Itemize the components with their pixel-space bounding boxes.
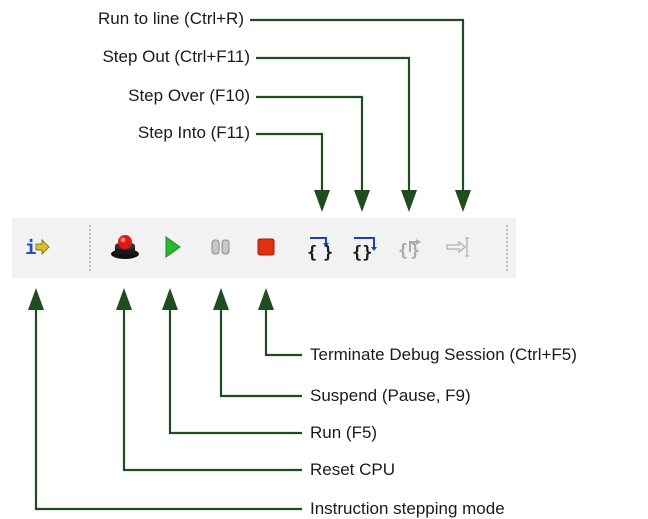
label-step-over: Step Over (F10): [128, 86, 250, 105]
connector-reset-cpu: [122, 305, 302, 472]
terminate-icon: [257, 238, 275, 256]
connector-step-into: [256, 132, 324, 195]
connector-run-to-line: [250, 18, 465, 195]
run-to-line-icon: [446, 237, 469, 257]
toolbar-grip-right[interactable]: [505, 224, 509, 272]
toolbar-grip-left[interactable]: [88, 224, 92, 272]
arrowhead-instruction-stepping: [28, 288, 44, 310]
label-reset-cpu: Reset CPU: [310, 460, 396, 479]
run-icon: [165, 236, 181, 258]
instruction-stepping-button[interactable]: i: [22, 232, 52, 262]
terminate-button[interactable]: [252, 232, 282, 262]
connector-run: [168, 305, 302, 435]
svg-text:{}: {}: [352, 243, 372, 262]
svg-text:{: {: [398, 241, 408, 261]
label-step-into: Step Into (F11): [137, 123, 250, 142]
label-terminate: Terminate Debug Session (Ctrl+F5): [310, 345, 577, 364]
arrowhead-suspend: [213, 288, 229, 310]
connector-suspend: [219, 305, 302, 398]
instruction-stepping-icon: i: [25, 237, 50, 259]
arrowhead-step-out: [401, 190, 417, 212]
svg-text:i: i: [25, 237, 36, 259]
label-instruction-stepping: Instruction stepping mode: [310, 499, 505, 518]
label-run-to-line: Run to line (Ctrl+R): [98, 9, 244, 28]
connector-step-out: [256, 56, 411, 195]
step-over-icon: {}: [352, 237, 377, 263]
step-into-icon: { }: [307, 237, 333, 263]
reset-cpu-button[interactable]: [108, 232, 142, 262]
arrowhead-reset-cpu: [116, 288, 132, 310]
connector-instruction-stepping: [34, 305, 302, 511]
arrowhead-terminate: [258, 288, 274, 310]
label-step-out: Step Out (Ctrl+F11): [102, 47, 250, 66]
arrowhead-run: [162, 288, 178, 310]
step-out-icon: { }: [398, 239, 421, 261]
step-out-button[interactable]: { }: [397, 232, 427, 262]
run-to-line-button[interactable]: [444, 232, 474, 262]
suspend-button[interactable]: [206, 232, 236, 262]
suspend-icon: [211, 239, 230, 255]
label-run: Run (F5): [310, 423, 378, 442]
label-suspend: Suspend (Pause, F9): [310, 386, 471, 405]
reset-cpu-icon: [111, 235, 139, 259]
step-over-button[interactable]: {}: [350, 232, 380, 263]
connector-step-over: [256, 95, 364, 195]
connector-terminate: [264, 305, 302, 357]
run-button[interactable]: [158, 232, 188, 262]
svg-text:{: {: [307, 243, 317, 262]
svg-text:}: }: [410, 241, 420, 261]
arrowhead-step-over: [354, 190, 370, 212]
step-into-button[interactable]: { }: [304, 232, 334, 263]
arrowhead-run-to-line: [455, 190, 471, 212]
arrowhead-step-into: [314, 190, 330, 212]
svg-text:}: }: [323, 243, 333, 262]
